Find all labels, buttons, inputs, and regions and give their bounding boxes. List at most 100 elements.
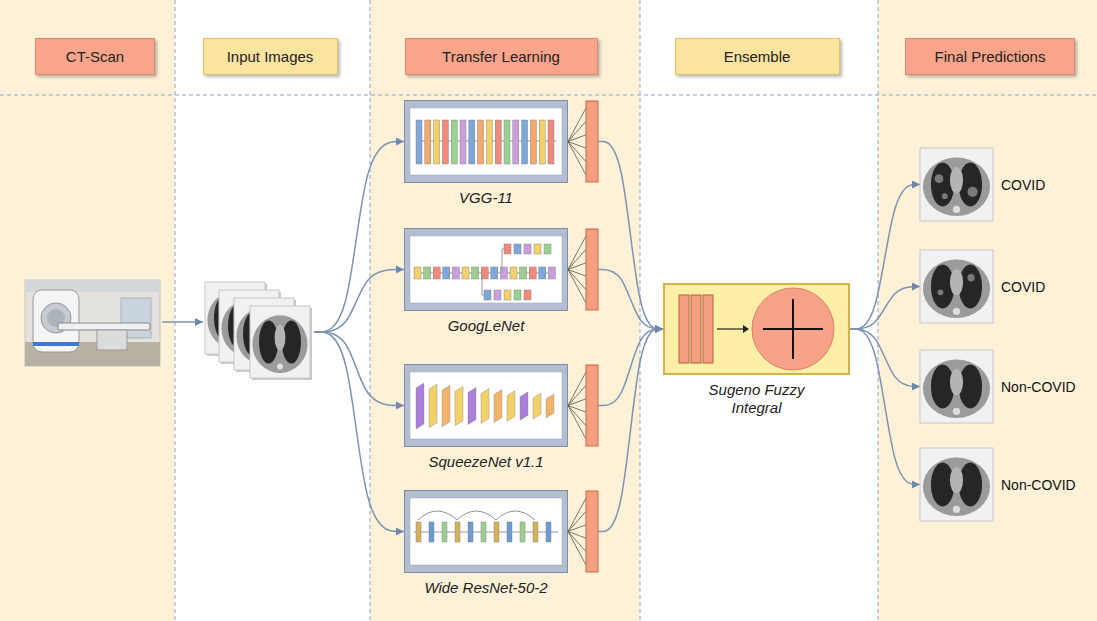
drawing-part [442, 522, 447, 542]
drawing-part [58, 323, 150, 330]
ensemble-name: Sugeno Fuzzy Integral [692, 381, 822, 417]
drawing-part [513, 120, 519, 164]
drawing-part [923, 259, 990, 317]
drawing-part [967, 187, 977, 197]
drawing-part [524, 290, 531, 300]
model-box: VGG-11 [404, 100, 598, 183]
drawing-part [457, 511, 496, 520]
drawing-part [410, 108, 562, 175]
drawing-part [504, 244, 511, 254]
drawing-part [405, 365, 568, 447]
model-name: VGG-11 [404, 189, 568, 207]
drawing-part [534, 244, 541, 254]
drawing-part [568, 270, 586, 304]
drawing-part [494, 390, 502, 423]
drawing-part [920, 448, 993, 521]
drawing-part [640, 0, 641, 621]
drawing-part [920, 250, 993, 323]
drawing-part [496, 511, 535, 520]
prediction-image: COVID [920, 148, 993, 221]
drawing-part [568, 532, 586, 566]
drawing-part [586, 491, 598, 572]
column-band [878, 0, 1097, 621]
drawing-part [530, 120, 536, 164]
header-label: Input Images [227, 48, 314, 65]
drawing-part [568, 525, 586, 532]
drawing-part [717, 328, 743, 329]
drawing-part [429, 384, 437, 428]
drawing-part [524, 244, 531, 254]
pred-illustration [920, 350, 993, 423]
drawing-part [664, 284, 849, 374]
drawing-part [568, 249, 586, 269]
class-label: Non-COVID [1001, 379, 1076, 395]
header-label: Final Predictions [935, 48, 1046, 65]
drawing-part [33, 290, 79, 352]
column-band [0, 0, 175, 621]
drawing-part [416, 383, 554, 429]
drawing-part [950, 467, 963, 493]
drawing-part [434, 120, 440, 164]
drawing-part [529, 267, 536, 279]
drawing-part [0, 95, 1097, 96]
drawing-part [568, 142, 586, 176]
drawing-part [491, 267, 498, 279]
drawing-part [25, 342, 160, 366]
drawing-part [433, 267, 440, 279]
drawing-part [935, 174, 944, 183]
column-header: CT-Scan [35, 38, 155, 75]
drawing-part [942, 193, 948, 199]
header-label: Ensemble [724, 48, 791, 65]
connector-arrow [598, 329, 663, 406]
drawing-part [416, 120, 422, 164]
drawing-part [510, 267, 517, 279]
drawing-part [405, 229, 568, 311]
drawing-part [442, 385, 450, 427]
drawing-part [522, 120, 528, 164]
input-arrows [314, 142, 404, 532]
drawing-part [514, 290, 521, 300]
connector-arrow [850, 329, 920, 387]
column-header: Transfer Learning [405, 38, 598, 75]
drawing-part [950, 269, 963, 295]
drawing-part [743, 325, 749, 333]
drawing-part [482, 249, 504, 295]
drawing-part [586, 229, 598, 310]
drawing-part [416, 120, 556, 164]
drawing-part [429, 522, 434, 542]
drawing-part [460, 120, 466, 164]
drawing-part [504, 120, 510, 164]
drawing-part [468, 522, 473, 542]
drawing-part [416, 522, 421, 542]
drawing-part [568, 406, 586, 440]
drawing-part [443, 267, 450, 279]
drawing-part [495, 120, 501, 164]
connector-arrow [850, 185, 920, 330]
model-illustration [404, 100, 598, 183]
drawing-part [920, 350, 993, 423]
column-header: Final Predictions [905, 38, 1075, 75]
drawing-part [520, 522, 525, 542]
drawing-part [97, 330, 127, 350]
drawing-part [548, 120, 554, 164]
drawing-part [469, 120, 475, 164]
drawing-part [507, 522, 512, 542]
drawing-part [486, 120, 492, 164]
drawing-part [252, 315, 307, 373]
drawing-part [539, 267, 546, 279]
drawing-part [533, 393, 541, 419]
model-name: SqueezeNet v1.1 [404, 453, 568, 471]
pred-illustration [920, 448, 993, 521]
column-band [370, 0, 640, 621]
drawing-part [548, 267, 555, 279]
drawing-part [953, 408, 960, 415]
drawing-part [472, 267, 479, 279]
drawing-part [414, 511, 558, 542]
drawing-part [950, 167, 963, 193]
model-name: GoogLeNet [404, 317, 568, 335]
drawing-part [546, 394, 554, 418]
model-box: Wide ResNet-50-2 [404, 490, 598, 573]
drawing-part [792, 299, 794, 359]
input-arrow [314, 332, 404, 532]
